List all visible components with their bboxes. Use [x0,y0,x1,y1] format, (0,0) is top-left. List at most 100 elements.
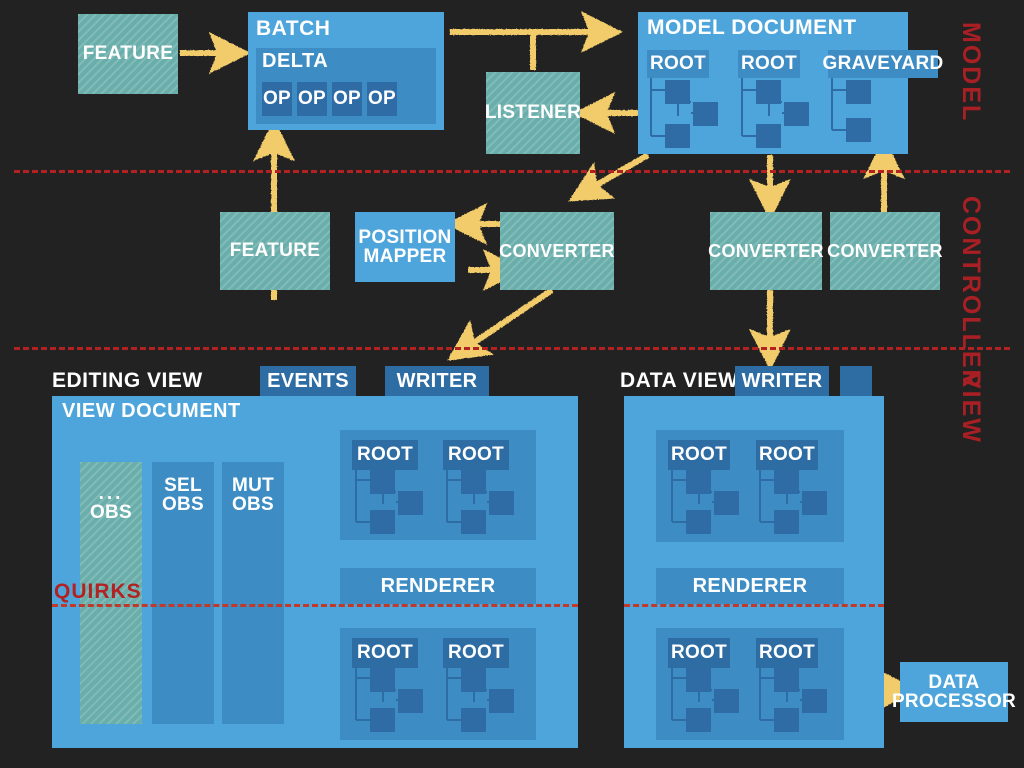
op-label: OP [262,88,292,110]
converter-editing-label: CONVERTER [499,240,615,261]
feature-controller-label: FEATURE [229,240,321,262]
data-processor-line2: PROCESSOR [891,691,1017,712]
editing-upper-root-label: ROOT [447,444,505,466]
data-processor-box[interactable]: DATA PROCESSOR [892,662,1016,722]
batch-box[interactable]: BATCH DELTA OP OP OP OP [248,12,444,130]
editing-view-document[interactable]: VIEW DOCUMENT ... OBS SEL OBS MUT OBS RO… [52,396,578,748]
converter-data-down-label: CONVERTER [708,240,824,261]
obs-column-other[interactable]: ... OBS [80,462,142,724]
data-upper-root-tree [671,470,739,534]
editing-upper-root-label: ROOT [356,444,414,466]
divider-model-controller [14,170,1010,173]
model-root-label: ROOT [649,53,707,75]
position-mapper-box[interactable]: POSITION MAPPER [355,212,455,282]
editing-lower-root-chip[interactable]: ROOT [352,638,418,668]
op-chip[interactable]: OP [367,82,397,116]
listener-label: LISTENER [484,102,582,124]
op-label: OP [367,88,397,110]
data-lower-root-label: ROOT [758,642,816,664]
op-label: OP [332,88,362,110]
data-lower-root-tree [759,668,827,732]
model-document-box[interactable]: MODEL DOCUMENT ROOT ROOT GRAVEYARD [638,12,943,154]
data-lower-root-chip[interactable]: ROOT [756,638,818,668]
data-lower-root-label: ROOT [670,642,728,664]
editing-upper-root-chip[interactable]: ROOT [443,440,509,470]
editing-upper-root-tree [446,470,514,534]
quirks-label: QUIRKS [54,580,142,603]
data-upper-root-chip[interactable]: ROOT [668,440,730,470]
editing-upper-root-chip[interactable]: ROOT [352,440,418,470]
model-document-title: MODEL DOCUMENT [647,16,857,39]
editing-renderer[interactable]: RENDERER [340,568,536,604]
converter-data-up-label: CONVERTER [827,240,943,261]
feature-model-label: FEATURE [82,43,174,65]
graveyard-tree [831,78,871,142]
obs-column-sel[interactable]: SEL OBS [152,462,214,724]
data-upper-roots-panel[interactable]: ROOT ROOT [656,430,844,542]
editing-lower-root-chip[interactable]: ROOT [443,638,509,668]
graveyard-label: GRAVEYARD [822,53,944,75]
converter-data-down-box[interactable]: CONVERTER [708,212,824,290]
op-label: OP [297,88,327,110]
obs-other-line2: OBS [89,502,133,524]
editing-lower-root-tree [446,668,514,732]
editing-lower-roots-panel[interactable]: ROOT ROOT [340,628,536,740]
data-view-panel[interactable]: ROOT ROOT RENDERER ROOT [624,396,884,748]
obs-sel-line2: OBS [161,494,205,516]
editing-lower-root-label: ROOT [356,642,414,664]
data-lower-roots-panel[interactable]: ROOT ROOT [656,628,844,740]
converter-editing-box[interactable]: CONVERTER [499,212,615,290]
model-root-chip[interactable]: ROOT [647,50,709,78]
editing-renderer-label: RENDERER [380,574,496,597]
data-lower-root-tree [671,668,739,732]
divider-quirks-editing [52,604,578,607]
listener-box[interactable]: LISTENER [484,72,582,154]
obs-mut-line2: OBS [231,494,275,516]
layer-label-model: MODEL [957,22,985,123]
editing-lower-root-label: ROOT [447,642,505,664]
data-upper-root-label: ROOT [670,444,728,466]
layer-label-view: VIEW [957,372,985,444]
model-root-label: ROOT [740,53,798,75]
tab-writer-data[interactable]: WRITER [735,366,829,396]
position-mapper-line1: POSITION [358,226,452,248]
op-chip[interactable]: OP [297,82,327,116]
converter-data-up-box[interactable]: CONVERTER [827,212,943,290]
tab-extra-data[interactable] [840,366,872,396]
tab-events-label: EVENTS [267,369,349,392]
tab-events[interactable]: EVENTS [260,366,356,396]
layer-label-controller: CONTROLLER [957,196,985,390]
graveyard-chip[interactable]: GRAVEYARD [823,50,943,78]
data-upper-root-label: ROOT [758,444,816,466]
editing-upper-root-tree [355,470,423,534]
editing-upper-roots-panel[interactable]: ROOT ROOT [340,430,536,540]
tab-writer-editing-label: WRITER [396,369,478,392]
batch-title: BATCH [256,17,331,40]
op-chip[interactable]: OP [332,82,362,116]
data-renderer-label: RENDERER [692,574,808,597]
editing-view-title: EDITING VIEW [52,369,203,392]
data-lower-root-chip[interactable]: ROOT [668,638,730,668]
op-chip[interactable]: OP [262,82,292,116]
view-document-title: VIEW DOCUMENT [62,400,241,422]
data-upper-root-chip[interactable]: ROOT [756,440,818,470]
delta-box[interactable]: DELTA OP OP OP OP [256,48,436,124]
position-mapper-line2: MAPPER [363,246,447,267]
delta-title: DELTA [262,50,329,72]
tab-writer-editing[interactable]: WRITER [385,366,489,396]
obs-sel-line1: SEL [164,475,202,496]
editing-lower-root-tree [355,668,423,732]
model-root-tree [650,78,718,148]
arrow-converter-editing-to-writer [447,287,554,361]
model-root-tree [741,78,809,148]
obs-mut-line1: MUT [231,475,275,496]
feature-controller-box[interactable]: FEATURE [220,212,330,290]
model-root-chip[interactable]: ROOT [738,50,800,78]
data-processor-line1: DATA [928,671,980,693]
obs-column-mut[interactable]: MUT OBS [222,462,284,724]
data-renderer[interactable]: RENDERER [656,568,844,604]
feature-model-box[interactable]: FEATURE [78,14,178,94]
data-view-title: DATA VIEW [620,369,739,392]
obs-other-line1: ... [98,483,124,504]
